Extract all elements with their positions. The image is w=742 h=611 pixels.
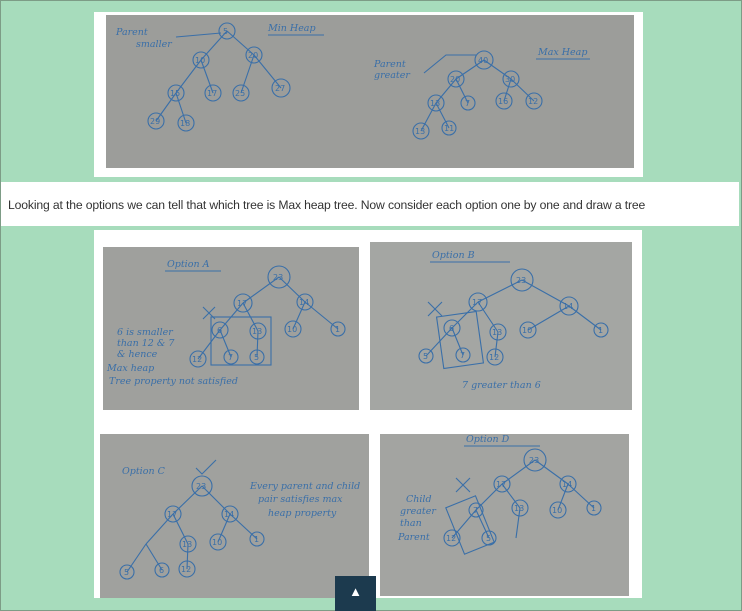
option-a-node: 13 — [252, 327, 262, 336]
option-a-node: 17 — [237, 299, 247, 308]
option-d-note: than — [400, 518, 422, 529]
option-c-node: 17 — [167, 510, 177, 519]
option-d-node: 12 — [446, 534, 456, 543]
option-d-note: greater — [400, 506, 437, 517]
option-d-node: 17 — [496, 480, 506, 489]
option-c-node: 1 — [254, 535, 259, 544]
option-d-node: 14 — [562, 480, 572, 489]
max-node: 13 — [415, 127, 425, 136]
option-a-node: 1 — [335, 325, 340, 334]
max-node: 11 — [444, 124, 454, 133]
min-node: 20 — [248, 51, 258, 60]
option-d-note: Parent — [397, 532, 430, 543]
max-note-1: Parent — [373, 59, 406, 70]
option-c-node: 12 — [181, 565, 191, 574]
min-heap-tree: 5 10 20 15 17 25 27 29 18 — [147, 22, 291, 132]
option-c-node: 14 — [224, 510, 234, 519]
option-b-node: 5 — [423, 352, 428, 361]
max-node: 7 — [465, 99, 470, 108]
min-node: 25 — [235, 89, 245, 98]
option-a-note: Tree property not satisfied — [109, 376, 238, 387]
option-b-node: 12 — [489, 353, 499, 362]
option-d-node: 7 — [473, 506, 478, 515]
option-c-node: 6 — [159, 566, 164, 575]
option-c-note: Every parent and child — [249, 481, 360, 492]
min-node: 29 — [150, 117, 160, 126]
option-a-node: 6 — [217, 326, 222, 335]
option-b-node: 13 — [492, 328, 502, 337]
caption-text: Looking at the options we can tell that … — [8, 198, 646, 212]
max-heap-title: Max Heap — [537, 47, 587, 58]
option-b-node: 23 — [516, 276, 526, 285]
option-d-note: Child — [406, 494, 432, 505]
max-node: 30 — [505, 75, 515, 84]
scroll-to-top-button[interactable]: ▲ — [335, 576, 376, 611]
option-b-note: 7 greater than 6 — [462, 380, 541, 391]
option-b-node: 10 — [522, 326, 532, 335]
option-c-node: 10 — [212, 538, 222, 547]
option-a-node: 5 — [254, 353, 259, 362]
option-b-node: 1 — [598, 326, 603, 335]
heap-photo: Parent smaller Min Heap 5 10 20 15 17 25… — [106, 15, 634, 168]
min-node: 27 — [275, 84, 285, 93]
option-d-title: Option D — [466, 434, 510, 445]
max-note-2: greater — [374, 70, 411, 81]
option-c-title: Option C — [122, 466, 166, 477]
max-heap-tree: 40 20 30 13 7 16 12 13 11 — [412, 50, 543, 140]
option-a-note: than 12 & 7 — [117, 338, 175, 349]
option-a-note: Max heap — [106, 363, 154, 374]
option-a-title: Option A — [167, 259, 210, 270]
option-d-node: 10 — [552, 506, 562, 515]
option-c-photo: Option C 23 17 14 13 10 1 5 6 12 Every p… — [100, 434, 369, 598]
option-b-node: 17 — [472, 298, 482, 307]
max-node: 20 — [450, 75, 460, 84]
option-b-node: 6 — [449, 324, 454, 333]
max-node: 13 — [430, 99, 440, 108]
option-a-note: & hence — [117, 349, 158, 360]
option-c-note: pair satisfies max — [258, 494, 343, 505]
min-node: 5 — [223, 27, 228, 36]
option-b-photo: Option B 23 17 14 6 13 10 1 5 7 12 7 gre… — [370, 242, 632, 410]
option-c-node: 23 — [196, 482, 206, 491]
option-d-node: 1 — [591, 504, 596, 513]
max-node: 12 — [528, 97, 538, 106]
option-a-photo: Option A 23 17 14 6 13 10 1 12 7 5 6 is … — [103, 247, 359, 410]
min-note-1: Parent — [115, 27, 148, 38]
option-c-node: 5 — [124, 568, 129, 577]
min-node: 10 — [195, 56, 205, 65]
option-a-note: 6 is smaller — [117, 327, 174, 338]
min-node: 18 — [180, 119, 190, 128]
option-a-node: 23 — [273, 273, 283, 282]
min-heap-title: Min Heap — [267, 23, 316, 34]
min-note-2: smaller — [136, 39, 173, 50]
caption-strip — [1, 182, 739, 226]
option-d-node: 13 — [514, 504, 524, 513]
option-a-node: 14 — [299, 298, 309, 307]
option-a-node: 12 — [192, 355, 202, 364]
min-node: 15 — [170, 89, 180, 98]
option-d-node: 23 — [529, 456, 539, 465]
option-a-node: 7 — [228, 353, 233, 362]
option-c-note: heap property — [268, 508, 337, 519]
option-b-title: Option B — [432, 250, 475, 261]
max-node: 16 — [498, 97, 508, 106]
option-d-photo: Option D 23 17 14 13 10 1 7 5 12 Child g… — [380, 434, 629, 596]
option-c-node: 13 — [182, 540, 192, 549]
max-node: 40 — [478, 56, 488, 65]
option-b-node: 14 — [563, 302, 573, 311]
triangle-up-icon: ▲ — [349, 584, 362, 599]
min-node: 17 — [207, 89, 217, 98]
option-b-node: 7 — [460, 351, 465, 360]
option-a-node: 10 — [287, 325, 297, 334]
option-d-node: 5 — [486, 534, 491, 543]
